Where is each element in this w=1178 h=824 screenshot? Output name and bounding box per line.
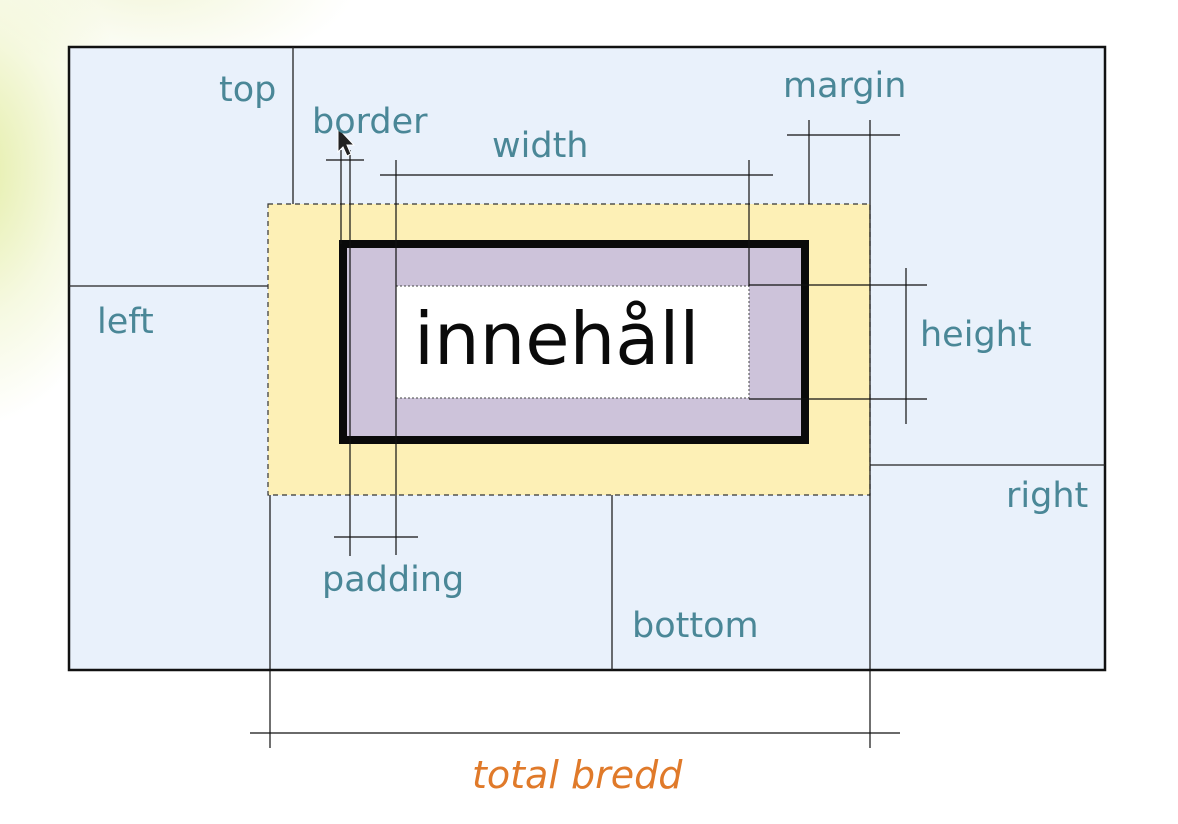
- bottom-label: bottom: [632, 606, 759, 646]
- height-label: height: [920, 315, 1032, 355]
- margin-label: margin: [783, 66, 907, 106]
- left-label: left: [97, 302, 154, 342]
- border-label: border: [312, 102, 428, 142]
- right-label: right: [1006, 476, 1089, 516]
- top-label: top: [219, 70, 277, 110]
- mouse-pointer-icon: [337, 126, 356, 157]
- total-width-label: total bredd: [472, 753, 683, 797]
- width-label: width: [492, 126, 589, 166]
- padding-label: padding: [322, 560, 465, 600]
- content-label: innehåll: [414, 297, 700, 381]
